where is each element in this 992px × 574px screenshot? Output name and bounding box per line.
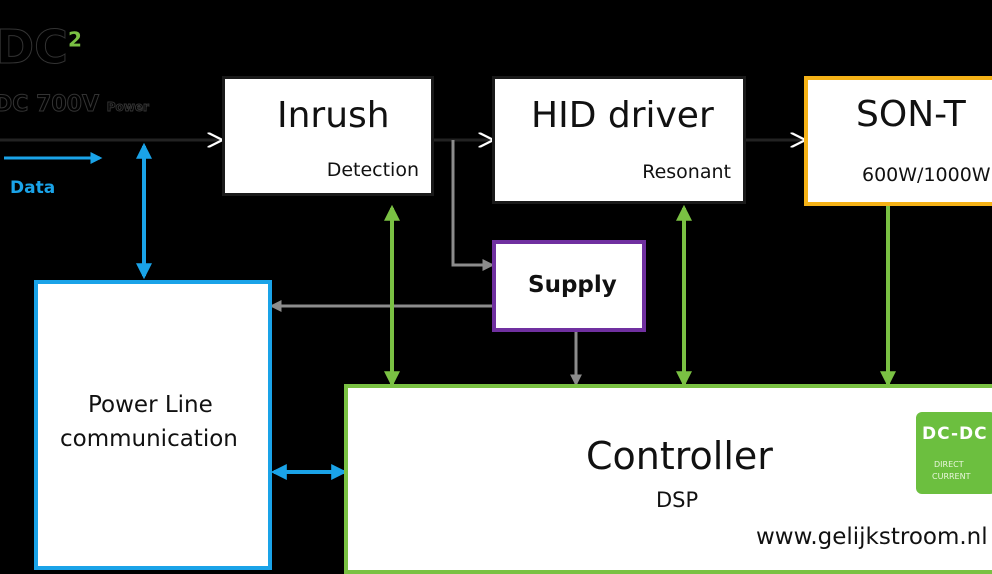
hid-driver-block: HID driver Resonant [492, 76, 746, 204]
dc-badge-sub1: DIRECT [934, 460, 964, 469]
logo-superscript: 2 [67, 27, 82, 52]
data-label: Data [10, 178, 56, 198]
supply-title: Supply [528, 272, 617, 298]
hid-driver-subtitle: Resonant [642, 161, 731, 183]
logo-text: DC [0, 20, 68, 75]
bus-voltage-text: DC 700V [0, 92, 100, 118]
supply-block: Supply [492, 240, 646, 332]
logo: DC2 [0, 20, 82, 75]
bus-to-supply-arrow [451, 140, 495, 271]
website-text: www.gelijkstroom.nl [756, 524, 988, 550]
controller-title: Controller [586, 434, 773, 478]
plc-block: Power Line communication [34, 280, 272, 570]
controller-subtitle: DSP [656, 488, 699, 512]
plc-line1: Power Line [88, 392, 213, 418]
connectors-layer [0, 0, 896, 480]
son-t-subtitle: 600W/1000W [862, 164, 991, 186]
bus-power-text: Power [106, 100, 149, 115]
bus-voltage-label: DC 700V Power [0, 92, 149, 118]
plc-line2: communication [60, 426, 238, 452]
hid-driver-title: HID driver [531, 95, 714, 136]
inrush-title: Inrush [277, 95, 390, 136]
dc-badge-text: DC-DC [922, 424, 988, 444]
dc-badge-sub2: CURRENT [932, 472, 971, 481]
son-t-title: SON-T [856, 94, 966, 135]
inrush-subtitle: Detection [326, 159, 419, 181]
dc-badge: DC-DC DIRECT CURRENT [916, 412, 992, 494]
son-t-block: SON-T 600W/1000W [804, 76, 992, 206]
controller-block: Controller DSP www.gelijkstroom.nl DC-DC… [344, 384, 992, 574]
inrush-block: Inrush Detection [222, 76, 434, 196]
